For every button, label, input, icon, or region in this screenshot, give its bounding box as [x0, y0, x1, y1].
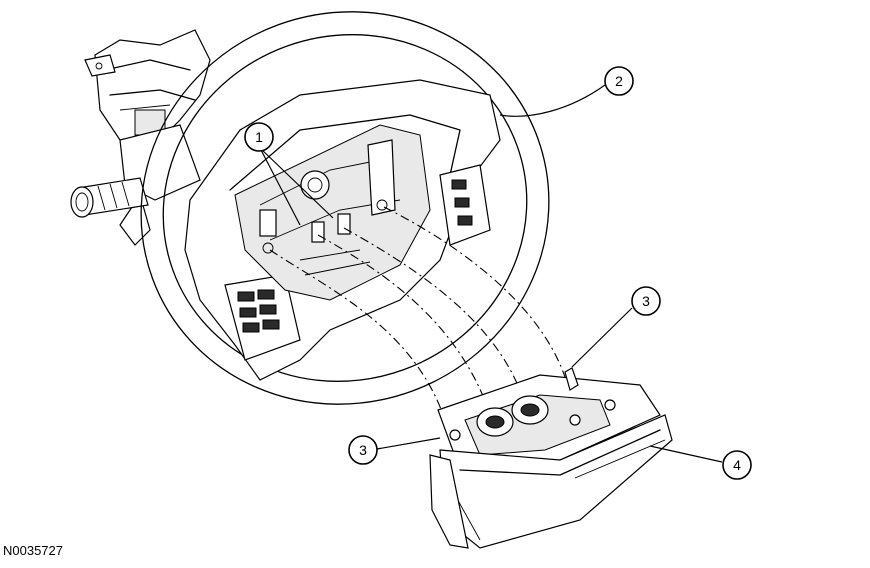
callout-4: 4	[722, 450, 752, 480]
callout-2: 2	[604, 66, 634, 96]
svg-text:3: 3	[642, 293, 650, 309]
airbag-module	[429, 367, 673, 549]
svg-text:1: 1	[255, 129, 263, 145]
svg-text:2: 2	[615, 73, 623, 89]
assembly-dash-lines	[269, 206, 567, 431]
figure-id: N0035727	[3, 543, 63, 558]
callout-1: 1	[244, 122, 274, 152]
callout-3a: 3	[631, 286, 661, 316]
callout-3b: 3	[348, 435, 378, 465]
svg-text:3: 3	[359, 442, 367, 458]
svg-text:4: 4	[733, 457, 741, 473]
